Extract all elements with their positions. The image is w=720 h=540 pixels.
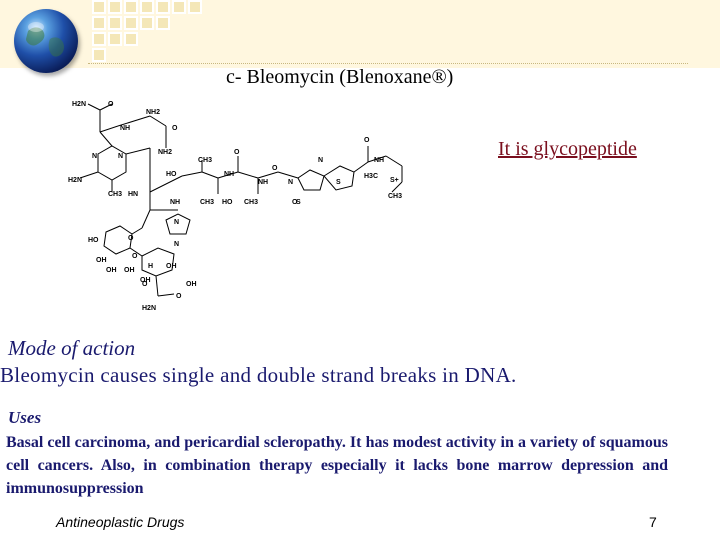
svg-text:NH: NH xyxy=(258,179,268,186)
mode-of-action-text: Bleomycin causes single and double stran… xyxy=(0,363,517,387)
header-grid-cell xyxy=(156,0,170,14)
svg-text:S: S xyxy=(336,179,341,186)
uses-heading: Uses xyxy=(8,408,42,427)
svg-text:CH3: CH3 xyxy=(108,191,122,198)
svg-text:O: O xyxy=(172,125,178,132)
svg-text:N: N xyxy=(174,219,179,226)
header-grid-cell xyxy=(92,0,106,14)
mode-of-action-heading: Mode of action xyxy=(8,336,136,360)
svg-text:O: O xyxy=(128,235,134,242)
svg-text:O: O xyxy=(142,281,148,288)
svg-text:O: O xyxy=(234,149,240,156)
header-grid-cell xyxy=(92,16,106,30)
svg-text:H2N: H2N xyxy=(68,177,82,184)
svg-text:NH: NH xyxy=(374,157,384,164)
svg-text:O: O xyxy=(272,165,278,172)
header-grid-cell xyxy=(92,32,106,46)
svg-text:NH2: NH2 xyxy=(146,109,160,116)
header-grid-cell xyxy=(140,16,154,30)
globe-icon xyxy=(14,9,78,73)
svg-text:HO: HO xyxy=(166,171,177,178)
svg-text:N: N xyxy=(288,179,293,186)
header-grid-cell xyxy=(124,32,138,46)
header-grid-cell xyxy=(108,0,122,14)
svg-text:N: N xyxy=(174,241,179,248)
svg-text:H3C: H3C xyxy=(364,173,378,180)
bleomycin-structure: H2N O NH2 NH O NH2 N N H2N CH3 CH3 HN O … xyxy=(68,101,403,312)
svg-text:CH3: CH3 xyxy=(198,157,212,164)
header-grid-cell xyxy=(172,0,186,14)
svg-text:CH3: CH3 xyxy=(244,199,258,206)
svg-text:N: N xyxy=(318,157,323,164)
header-grid-cell xyxy=(124,0,138,14)
title-rule xyxy=(88,63,688,64)
svg-text:OH: OH xyxy=(140,277,151,284)
svg-text:HO: HO xyxy=(222,199,233,206)
svg-text:H2N: H2N xyxy=(72,101,86,108)
header-grid-cell xyxy=(92,48,106,62)
svg-text:OH: OH xyxy=(106,267,117,274)
svg-text:O: O xyxy=(108,101,114,108)
svg-text:NH: NH xyxy=(224,171,234,178)
slide-title: c- Bleomycin (Blenoxane®) xyxy=(226,66,454,88)
svg-text:H: H xyxy=(148,263,153,270)
svg-text:O: O xyxy=(292,199,298,206)
svg-text:OH: OH xyxy=(186,281,197,288)
svg-text:CH3: CH3 xyxy=(388,193,402,200)
svg-text:H2N: H2N xyxy=(142,305,156,312)
footer-title: Antineoplastic Drugs xyxy=(56,514,185,530)
svg-text:S: S xyxy=(296,199,301,206)
svg-text:NH: NH xyxy=(120,125,130,132)
header-grid-cell xyxy=(156,16,170,30)
page-number: 7 xyxy=(649,514,657,530)
svg-text:HO: HO xyxy=(88,237,99,244)
svg-text:NH2: NH2 xyxy=(158,149,172,156)
uses-text: Basal cell carcinoma, and pericardial sc… xyxy=(6,434,668,497)
svg-text:OH: OH xyxy=(96,257,107,264)
svg-text:CH3: CH3 xyxy=(200,199,214,206)
header-grid-cell xyxy=(124,16,138,30)
header-grid-cell xyxy=(140,0,154,14)
header-grid-cell xyxy=(188,0,202,14)
header-grid-cell xyxy=(108,16,122,30)
svg-text:N: N xyxy=(118,153,123,160)
svg-text:O: O xyxy=(176,293,182,300)
svg-text:O: O xyxy=(364,137,370,144)
header-grid-cell xyxy=(108,32,122,46)
svg-text:N: N xyxy=(92,153,97,160)
svg-text:S+: S+ xyxy=(390,177,399,184)
svg-text:O: O xyxy=(132,253,138,260)
svg-text:NH: NH xyxy=(170,199,180,206)
glycopeptide-note: It is glycopeptide xyxy=(498,138,637,160)
svg-text:OH: OH xyxy=(124,267,135,274)
svg-text:OH: OH xyxy=(166,263,177,270)
svg-text:HN: HN xyxy=(128,191,138,198)
